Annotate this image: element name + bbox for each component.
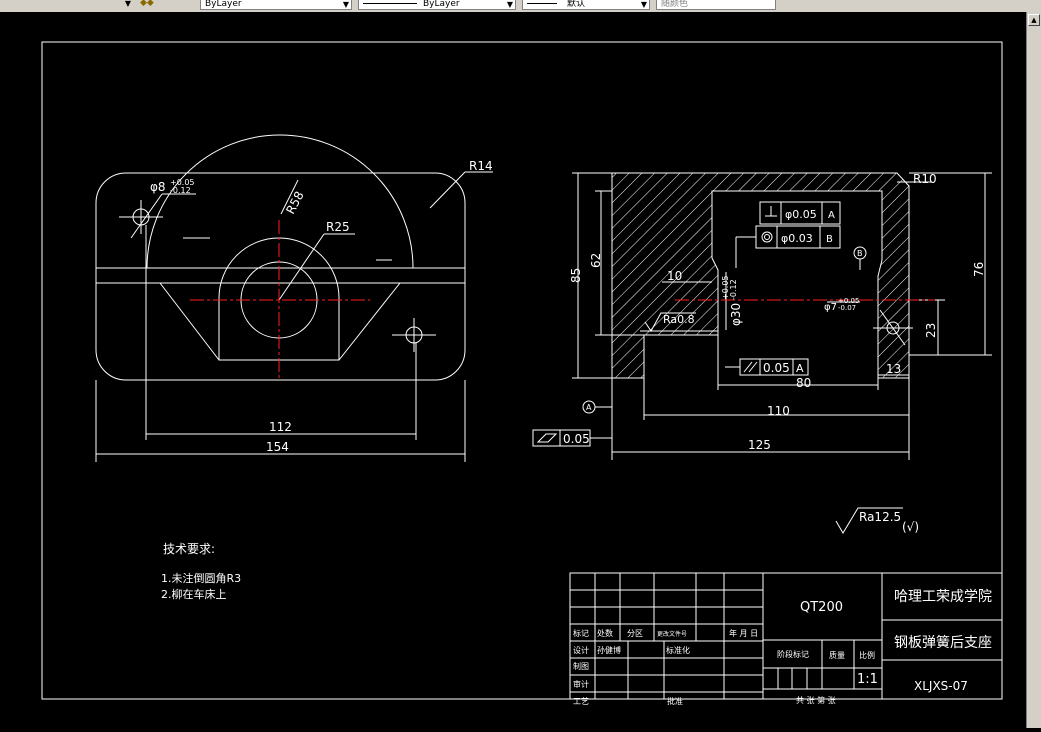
label-hole-tol-lower: -0.12 xyxy=(170,186,191,195)
r58-arc xyxy=(146,134,414,269)
left-view-text: R14 R58 R25 φ8 +0.05 -0.12 112 154 xyxy=(150,159,493,454)
layer-tools-icon[interactable]: ◆◆ xyxy=(140,0,154,8)
label-dim-125: 125 xyxy=(748,438,771,452)
notes-item-1: 1.未注倒圆角R3 xyxy=(161,571,241,585)
tb-row-approve: 批准 xyxy=(667,696,683,706)
tb-row-design: 设计 xyxy=(573,645,589,655)
datum-a-marker: A xyxy=(586,403,592,412)
label-small-hole: φ7 xyxy=(824,302,837,313)
label-ra-bore: Ra0.8 xyxy=(663,313,695,326)
label-r10: R10 xyxy=(913,172,937,186)
label-bore-tol-upper: +0.05 xyxy=(721,275,730,300)
color-dropdown[interactable]: ByLayer ▼ xyxy=(200,0,352,10)
gdt2-value: φ0.03 xyxy=(781,232,813,245)
drawing-canvas[interactable]: R14 R58 R25 φ8 +0.05 -0.12 112 154 xyxy=(0,12,1026,728)
linetype-value: ByLayer xyxy=(423,0,460,9)
cad-drawing[interactable]: R14 R58 R25 φ8 +0.05 -0.12 112 154 xyxy=(0,12,1026,728)
right-view-section xyxy=(611,172,910,379)
gdt2-datum: B xyxy=(826,234,833,245)
label-dim-80: 80 xyxy=(796,376,811,390)
tb-row-standard: 标准化 xyxy=(666,645,690,655)
tb-drawing-no: XLJXS-07 xyxy=(914,679,968,693)
label-dim-110: 110 xyxy=(767,404,790,418)
label-r14: R14 xyxy=(469,159,493,173)
tb-hdr-date: 年 月 日 xyxy=(729,628,758,638)
tb-hdr-mark: 标记 xyxy=(573,628,589,638)
label-bore-tol-lower: -0.12 xyxy=(729,279,738,300)
label-dim-112: 112 xyxy=(269,420,292,434)
technical-notes: 技术要求: 1.未注倒圆角R3 2.柳在车床上 xyxy=(161,542,241,601)
label-dim-76: 76 xyxy=(972,262,986,277)
tb-row-check: 审计 xyxy=(573,679,589,689)
label-small-hole-tol-upper: +0.05 xyxy=(838,297,859,305)
label-hole-dia: φ8 xyxy=(150,180,166,194)
rib-right xyxy=(338,282,401,361)
plotstyle-value: 随颜色 xyxy=(661,0,689,9)
color-value: ByLayer xyxy=(205,0,242,9)
label-small-hole-tol-lower: -0.07 xyxy=(838,304,856,312)
title-block-text: QT200 哈理工荣成学院 钢板弹簧后支座 XLJXS-07 1:1 标记 处数… xyxy=(573,589,992,706)
label-bore-dia: φ30 xyxy=(729,303,743,326)
tb-material: QT200 xyxy=(800,600,843,615)
lineweight-value: 默认 xyxy=(567,0,586,9)
tb-designer: 孙健博 xyxy=(597,645,621,655)
tb-scale: 1:1 xyxy=(857,672,878,687)
section-hatched xyxy=(611,172,910,379)
linetype-preview xyxy=(363,3,417,4)
gdt1-value: φ0.05 xyxy=(785,208,817,221)
notes-item-2: 2.柳在车床上 xyxy=(161,587,227,601)
tb-row-craft: 工艺 xyxy=(573,697,589,706)
label-dim-62: 62 xyxy=(589,253,603,268)
tb-stage-mark: 阶段标记 xyxy=(777,649,809,659)
plotstyle-dropdown[interactable]: 随颜色 xyxy=(656,0,776,10)
rib-left xyxy=(159,282,220,361)
tb-hdr-count: 处数 xyxy=(597,628,613,638)
base-plate-outline xyxy=(95,172,466,381)
vertical-scrollbar[interactable]: ▲ xyxy=(1026,12,1041,728)
roughness-general: Ra12.5 xyxy=(859,510,901,524)
label-hole-tol-upper: +0.05 xyxy=(170,178,195,187)
lineweight-dropdown[interactable]: 默认 ▼ xyxy=(522,0,650,10)
flatness-value: 0.05 xyxy=(563,432,590,446)
tb-row-draw: 制图 xyxy=(573,661,589,671)
tb-part-name: 钢板弹簧后支座 xyxy=(894,635,992,651)
parallel-datum: A xyxy=(796,362,804,375)
label-r58: R58 xyxy=(283,189,306,216)
tb-weight: 质量 xyxy=(829,650,845,660)
right-view-text: R10 85 62 76 23 10 13 80 110 125 φ30 +0.… xyxy=(563,172,986,534)
right-view-lines xyxy=(532,172,992,534)
chevron-down-icon[interactable]: ▼ xyxy=(506,0,513,9)
tb-hdr-zone: 分区 xyxy=(627,629,643,638)
layer-swatch[interactable]: ▼ xyxy=(0,0,133,10)
tb-hdr-change-doc: 更改文件号 xyxy=(657,630,687,638)
label-dim-23: 23 xyxy=(924,323,938,338)
notes-title: 技术要求: xyxy=(163,542,215,556)
parallel-value: 0.05 xyxy=(763,361,790,375)
gdt1-datum: A xyxy=(828,210,835,221)
properties-toolbar: ▼ ◆◆ ByLayer ▼ ByLayer ▼ 默认 ▼ 随颜色 xyxy=(0,0,1041,13)
tb-sheets: 共 张 第 张 xyxy=(796,695,836,705)
chevron-down-icon[interactable]: ▼ xyxy=(342,0,349,9)
label-r25: R25 xyxy=(326,220,350,234)
scroll-up-icon[interactable]: ▲ xyxy=(1028,14,1040,26)
chevron-down-icon[interactable]: ▼ xyxy=(124,0,131,8)
left-view xyxy=(95,134,493,462)
boss-outline xyxy=(218,237,340,361)
roughness-other: (√) xyxy=(902,520,919,534)
label-dim-154: 154 xyxy=(266,440,289,454)
label-dim-85: 85 xyxy=(569,268,583,283)
left-centerlines xyxy=(190,220,370,378)
label-dim-13: 13 xyxy=(886,362,901,376)
chevron-down-icon[interactable]: ▼ xyxy=(640,0,647,9)
tb-school: 哈理工荣成学院 xyxy=(894,589,992,605)
label-dim-10: 10 xyxy=(667,269,682,283)
lineweight-preview xyxy=(527,3,557,4)
linetype-dropdown[interactable]: ByLayer ▼ xyxy=(358,0,516,10)
title-block xyxy=(569,572,1003,700)
datum-b-marker: B xyxy=(857,249,863,258)
drawing-frame xyxy=(41,41,1003,700)
tb-scale-label: 比例 xyxy=(859,650,875,660)
